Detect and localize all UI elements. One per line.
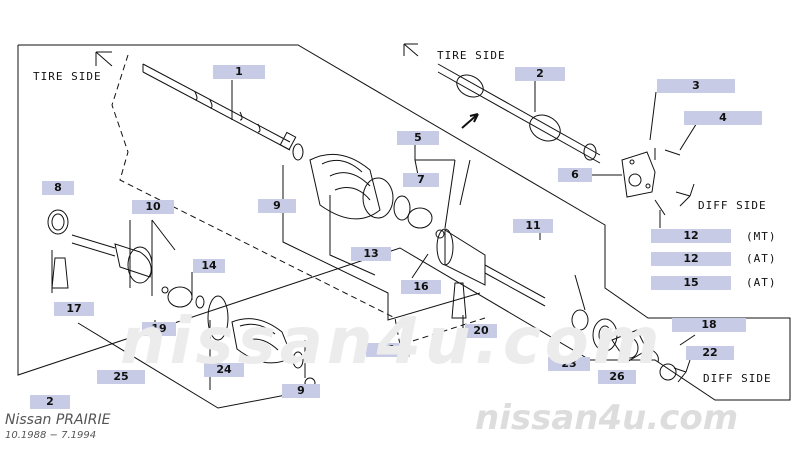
callout-19[interactable]: 19: [142, 322, 176, 336]
callout-3[interactable]: 3: [657, 79, 735, 93]
callout-9-lower[interactable]: 9: [282, 384, 320, 398]
callout-26[interactable]: 26: [598, 370, 636, 384]
callout-15[interactable]: 15: [651, 276, 731, 290]
bracket-6: [621, 148, 681, 216]
drive-shaft-2: [437, 63, 601, 164]
pin-20: [451, 282, 467, 319]
callout-4[interactable]: 4: [684, 111, 762, 125]
callout-9-upper[interactable]: 9: [258, 199, 296, 213]
tire-side-label-right: TIRE SIDE: [437, 49, 506, 62]
callout-23[interactable]: 23: [548, 357, 590, 371]
callout-14[interactable]: 14: [193, 259, 225, 273]
boot-upper: [292, 143, 411, 221]
callout-12-mt[interactable]: 12: [651, 229, 731, 243]
callout-13[interactable]: 13: [351, 247, 391, 261]
callout-25[interactable]: 25: [97, 370, 145, 384]
outboard-joint: [47, 209, 205, 309]
dashed-boundary: [111, 54, 486, 346]
drive-shaft-1: [142, 63, 297, 151]
at-label-2: (AT): [746, 276, 777, 289]
callout-10[interactable]: 10: [132, 200, 174, 214]
diff-side-label-top: DIFF SIDE: [698, 199, 767, 212]
callout-20[interactable]: 20: [465, 324, 497, 338]
footer-model: Nissan PRAIRIE: [5, 412, 111, 428]
callout-21[interactable]: 21: [366, 343, 410, 357]
callout-2-top[interactable]: 2: [515, 67, 565, 81]
watermark-corner: nissan4u.com: [475, 398, 739, 438]
footer-dates: 10.1988 − 7.1994: [5, 430, 97, 441]
joint-16: [407, 207, 546, 307]
callout-16[interactable]: 16: [401, 280, 441, 294]
diff-side-label-bottom: DIFF SIDE: [703, 372, 772, 385]
callout-18[interactable]: 18: [672, 318, 746, 332]
callout-7[interactable]: 7: [403, 173, 439, 187]
callout-6[interactable]: 6: [558, 168, 592, 182]
direction-arrows: [95, 43, 695, 383]
callout-2-bottom[interactable]: 2: [30, 395, 70, 409]
callout-11[interactable]: 11: [513, 219, 553, 233]
tire-side-label-left: TIRE SIDE: [33, 70, 102, 83]
mt-label: (MT): [746, 230, 777, 243]
callout-5[interactable]: 5: [397, 131, 439, 145]
callout-22[interactable]: 22: [686, 346, 734, 360]
callout-8[interactable]: 8: [42, 181, 74, 195]
bracket-21: [282, 165, 481, 321]
callout-12-at[interactable]: 12: [651, 252, 731, 266]
bearing-group: [571, 309, 677, 381]
callout-17[interactable]: 17: [54, 302, 94, 316]
assembly-boundary: [17, 44, 791, 401]
watermark-center: nissan4u.com: [120, 305, 664, 379]
callout-1[interactable]: 1: [213, 65, 265, 79]
bracket-25: [77, 322, 313, 409]
at-label-1: (AT): [746, 252, 777, 265]
callout-24[interactable]: 24: [204, 363, 244, 377]
bracket-13: [329, 195, 376, 276]
